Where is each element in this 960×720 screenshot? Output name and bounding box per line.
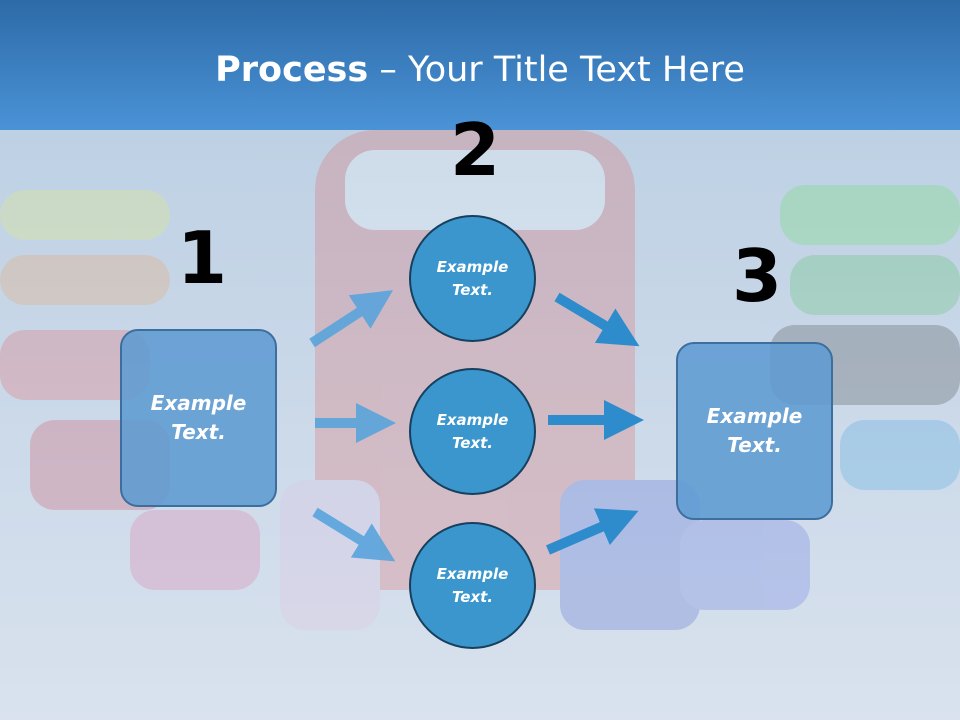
- arrow-left-top: [309, 290, 394, 348]
- circle-top-text: Example Text.: [436, 257, 509, 299]
- step-number-2: 2: [450, 108, 501, 192]
- circle-middle: Example Text.: [409, 368, 536, 495]
- arrow-left-bottom: [312, 507, 396, 562]
- step-1-box: Example Text.: [120, 329, 277, 507]
- arrow-right-bottom: [546, 508, 639, 555]
- slide-title: Process – Your Title Text Here: [0, 50, 960, 90]
- step-3-box: Example Text.: [676, 342, 833, 520]
- circle-bottom-text: Example Text.: [436, 564, 509, 606]
- step-3-text: Example Text.: [706, 404, 803, 457]
- step-number-1: 1: [177, 216, 228, 300]
- circle-bottom: Example Text.: [409, 522, 536, 649]
- title-dash: –: [368, 50, 408, 90]
- title-rest: Your Title Text Here: [407, 50, 745, 90]
- title-bold: Process: [215, 50, 369, 90]
- arrow-right-top: [554, 292, 640, 347]
- circle-middle-text: Example Text.: [436, 410, 509, 452]
- circle-top: Example Text.: [409, 215, 536, 342]
- step-1-text: Example Text.: [150, 391, 247, 444]
- step-number-3: 3: [732, 234, 783, 318]
